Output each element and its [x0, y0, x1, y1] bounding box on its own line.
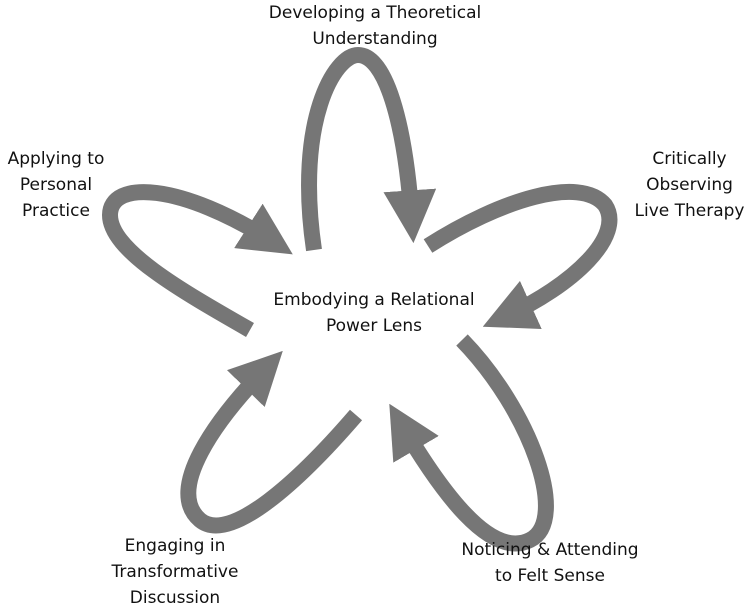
- label-theoretical-understanding: Developing a Theoretical Understanding: [215, 0, 535, 52]
- label-line: Understanding: [312, 29, 438, 49]
- label-line: Critically: [652, 149, 727, 169]
- label-observing-live-therapy: Critically Observing Live Therapy: [630, 146, 749, 224]
- loop-bottom-right-arrow: [389, 334, 554, 552]
- label-line: Discussion: [129, 588, 221, 607]
- label-line: to Felt Sense: [495, 566, 605, 586]
- center-label-line: Embodying a Relational: [273, 290, 475, 310]
- label-line: Applying to: [7, 149, 105, 169]
- center-label: Embodying a Relational Power Lens: [214, 287, 534, 339]
- label-line: Noticing & Attending: [461, 540, 639, 560]
- label-line: Live Therapy: [634, 201, 745, 221]
- loop-right-arrow: [423, 184, 618, 329]
- label-line: Personal: [19, 175, 93, 195]
- label-line: Practice: [22, 201, 90, 221]
- loop-left-arrow: [101, 184, 293, 337]
- label-line: Engaging in: [124, 536, 226, 556]
- label-personal-practice: Applying to Personal Practice: [0, 146, 112, 224]
- label-line: Transformative: [111, 562, 239, 582]
- loop-top-arrow: [301, 46, 437, 252]
- label-transformative-discussion: Engaging in Transformative Discussion: [90, 533, 260, 607]
- label-felt-sense: Noticing & Attending to Felt Sense: [440, 537, 660, 589]
- label-line: Observing: [646, 175, 733, 195]
- loop-bottom-left-arrow: [180, 350, 363, 534]
- label-line: Developing a Theoretical: [268, 3, 482, 23]
- center-label-line: Power Lens: [325, 316, 423, 336]
